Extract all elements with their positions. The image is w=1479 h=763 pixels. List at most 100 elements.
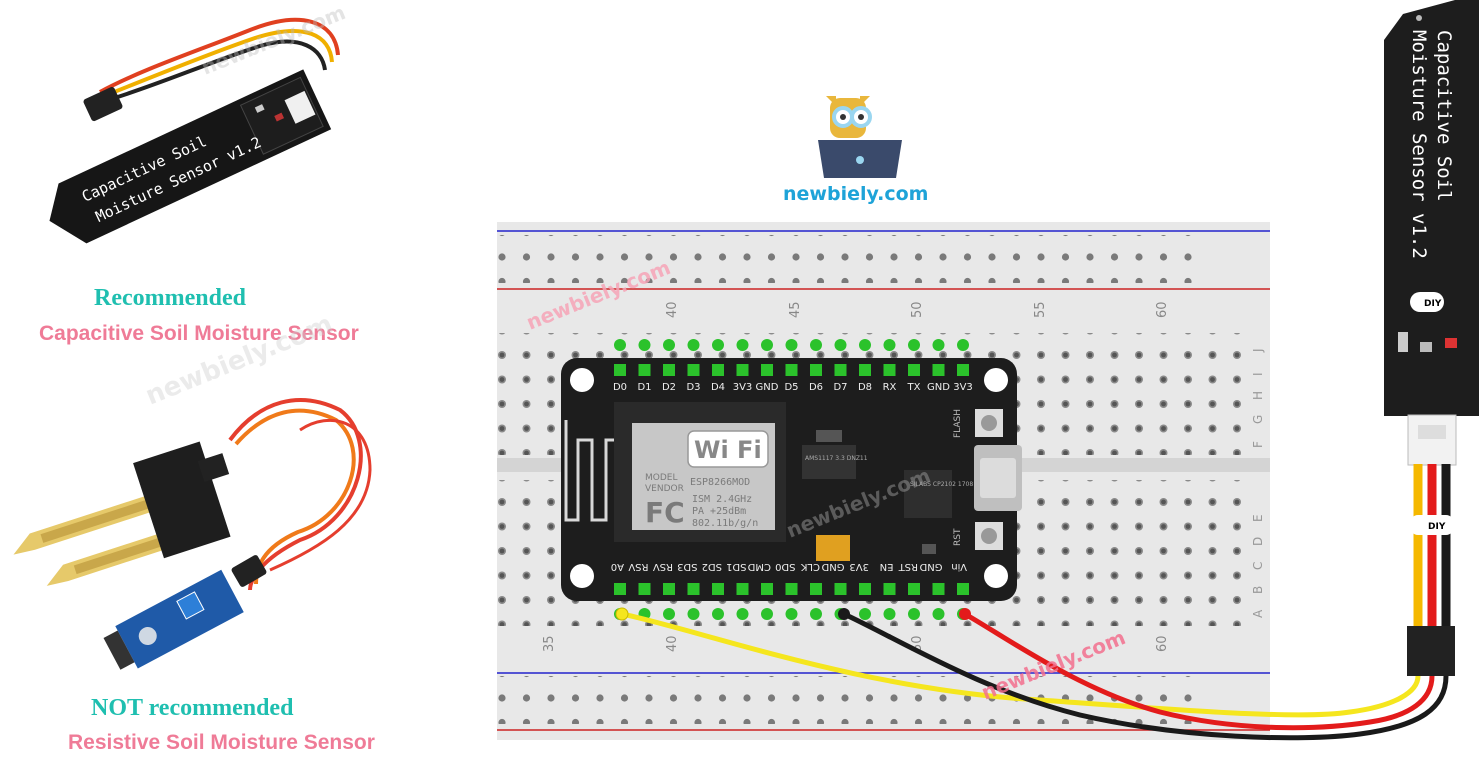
esp-bottom-pin [957, 583, 969, 595]
col-number-40-bottom: 40 [665, 635, 680, 652]
esp-top-pin-label: D0 [613, 382, 627, 393]
esp-bottom-pin-label: A0 [611, 561, 624, 572]
sensor-cable: DIY [1407, 464, 1455, 676]
col-number-35-bottom: 35 [542, 635, 557, 652]
esp-top-pin-label: D2 [662, 382, 676, 393]
resistive-sensor-photo [13, 398, 372, 670]
col-number-60-top: 60 [1155, 301, 1170, 318]
row-letter-b: B [1251, 586, 1265, 594]
row-a-header-dots [614, 608, 969, 620]
row-j-header-dots [614, 339, 969, 351]
row-j-dot [859, 339, 871, 351]
not-recommended-label: NOT recommended [91, 695, 294, 721]
wire-power [963, 611, 1435, 731]
wifi-logo: Wi Fi [694, 436, 762, 464]
esp-bottom-pin-label: SD3 [677, 561, 697, 572]
module-text-pa: PA +25dBm [692, 506, 746, 517]
esp-top-pin-label: GND [756, 382, 779, 393]
row-letter-c: C [1251, 562, 1265, 570]
row-j-dot [932, 339, 945, 351]
esp-bottom-pin-label: CLK [800, 561, 820, 572]
esp-top-pin-label: TX [907, 382, 921, 393]
sensor-diy-logo: DIY [1424, 299, 1442, 309]
esp-bottom-pin [908, 583, 920, 595]
esp-bottom-pin [761, 583, 773, 595]
esp-top-pin [638, 364, 651, 376]
esp-bottom-pin-label: SD2 [702, 561, 722, 572]
row-j-dot [614, 339, 626, 351]
module-text-model: MODEL [645, 473, 677, 483]
esp-top-pin [908, 364, 920, 376]
esp-bottom-pin [736, 583, 749, 595]
esp-bottom-pin [859, 583, 871, 595]
flash-label: FLASH [953, 409, 963, 438]
row-letter-d: D [1251, 537, 1265, 546]
module-text-name: ESP8266MOD [690, 477, 750, 488]
rst-label: RST [953, 528, 963, 546]
esp-top-pin-label: D7 [833, 382, 847, 393]
esp-bottom-pin-label: RST [898, 561, 918, 572]
row-j-dot [908, 339, 920, 351]
capacitive-sensor-board: Capacitive Soil Moisture Sensor v1.2 DIY [1384, 0, 1479, 466]
row-a-dot [932, 608, 945, 620]
module-text-ism: ISM 2.4GHz [692, 494, 752, 505]
esp-bottom-pin [614, 583, 626, 595]
row-letter-a: A [1251, 609, 1265, 618]
fc-mark: FC [645, 496, 685, 529]
row-a-dot [687, 608, 700, 620]
esp-top-pin [614, 364, 626, 376]
row-a-dot [663, 608, 675, 620]
col-number-40-top: 40 [665, 301, 680, 318]
wire-signal [621, 611, 1421, 718]
row-a-dot [908, 608, 920, 620]
esp-bottom-pin-label: CMD [747, 561, 771, 572]
esp-bottom-pin-label: SD1 [726, 561, 746, 572]
row-a-dot [810, 608, 822, 620]
row-j-dot [761, 339, 773, 351]
col-number-55-top: 55 [1033, 301, 1048, 318]
esp-top-pin-label: D8 [858, 382, 872, 393]
col-number-50-top: 50 [910, 301, 925, 318]
row-letter-e: E [1251, 514, 1265, 522]
esp-bottom-pin-label: Vin [951, 561, 967, 572]
esp-top-pin [785, 364, 798, 376]
not-recommended-sensor-name: Resistive Soil Moisture Sensor [68, 731, 375, 754]
wires [615, 607, 1449, 741]
esp-top-pin-label: D4 [711, 382, 725, 393]
row-letter-i: I [1251, 372, 1265, 376]
esp-bottom-pin-label: EN [880, 561, 894, 572]
row-j-dot [663, 339, 675, 351]
esp8266-board: Wi Fi MODEL VENDOR ESP8266MOD FC ISM 2.4… [561, 358, 1022, 601]
esp-bottom-pin [883, 583, 896, 595]
esp-bottom-pin [638, 583, 651, 595]
esp-top-pin [932, 364, 945, 376]
esp-bottom-pin-label: RSV [628, 561, 648, 572]
row-j-dot [638, 339, 651, 351]
esp-top-pin-label: D6 [809, 382, 823, 393]
row-letter-f: F [1251, 441, 1265, 448]
row-j-dot [957, 339, 969, 351]
esp-bottom-pin [785, 583, 798, 595]
esp-top-pin [957, 364, 969, 376]
sensor-board-text-1: Capacitive Soil [1433, 30, 1455, 202]
esp-top-pin-label: GND [927, 382, 950, 393]
esp-bottom-pin-label: RSV [653, 561, 673, 572]
esp-top-pin [712, 364, 724, 376]
row-j-dot [736, 339, 749, 351]
row-a-dot [883, 608, 896, 620]
row-a-dot [785, 608, 798, 620]
module-text-vendor: VENDOR [645, 484, 684, 494]
usb-chip-label: SILABS CP2102 1708 [910, 481, 973, 488]
esp-top-pin-label: RX [883, 382, 897, 393]
esp-top-pin [736, 364, 749, 376]
recommended-label: Recommended [94, 285, 247, 311]
row-j-dot [687, 339, 700, 351]
row-j-dot [810, 339, 822, 351]
esp-top-pin [810, 364, 822, 376]
esp-bottom-pin-label: SD0 [775, 561, 795, 572]
row-j-dot [785, 339, 798, 351]
esp-top-pin [883, 364, 896, 376]
recommended-sensor-name: Capacitive Soil Moisture Sensor [39, 322, 359, 345]
